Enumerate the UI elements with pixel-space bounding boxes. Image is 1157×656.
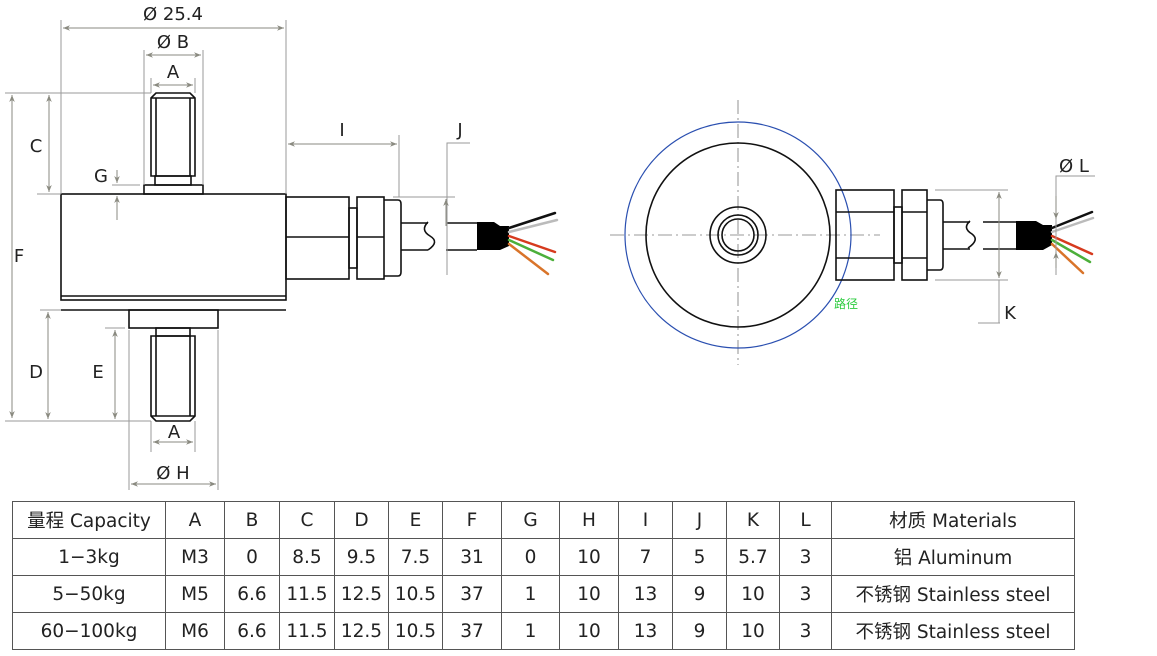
dimension-j-label: J: [456, 120, 462, 141]
table-cell: 7: [618, 538, 673, 576]
column-header: G: [501, 501, 560, 539]
dimension-i-label: I: [339, 120, 344, 141]
table-cell: 10.5: [388, 575, 443, 613]
table-cell: 12.5: [334, 612, 389, 650]
table-cell: 1: [501, 575, 560, 613]
column-header: A: [165, 501, 225, 539]
table-cell: 10: [726, 612, 780, 650]
table-cell: 10: [726, 575, 780, 613]
table-cell: 6.6: [224, 612, 280, 650]
body-diameter-label: Ø 25.4: [143, 4, 203, 25]
column-header: 量程 Capacity: [12, 501, 166, 539]
dimension-e-label: E: [92, 362, 103, 383]
table-cell: 3: [779, 612, 832, 650]
table-cell: M5: [165, 575, 225, 613]
load-cell-body: [60, 193, 287, 301]
table-cell: 0: [501, 538, 560, 576]
bottom-stud: [61, 309, 286, 422]
table-cell: 60−100kg: [12, 612, 166, 650]
top-stud-diameter-label: Ø B: [157, 32, 189, 53]
dimension-f-label: F: [14, 246, 24, 267]
table-cell: 12.5: [334, 575, 389, 613]
table-cell: 13: [618, 575, 673, 613]
table-cell: 31: [442, 538, 502, 576]
table-cell: 5.7: [726, 538, 780, 576]
column-header: E: [388, 501, 443, 539]
column-header: I: [618, 501, 673, 539]
dimension-c-label: C: [30, 136, 43, 157]
table-cell: 9: [672, 575, 727, 613]
bottom-boss-diameter-label: Ø H: [156, 463, 189, 484]
column-header: J: [672, 501, 727, 539]
table-cell: 0: [224, 538, 280, 576]
column-header: F: [442, 501, 502, 539]
bottom-thread-label: A: [168, 422, 181, 443]
table-cell: 10: [559, 538, 619, 576]
table-cell: 不锈钢 Stainless steel: [831, 575, 1075, 613]
column-header: 材质 Materials: [831, 501, 1075, 539]
column-header: L: [779, 501, 832, 539]
column-header: C: [279, 501, 335, 539]
technical-drawing: Ø 25.4 Ø B A C G F D E A Ø H: [5, 4, 1095, 490]
table-cell: 铝 Aluminum: [831, 538, 1075, 576]
cable-gland-top: [835, 189, 1052, 281]
column-header: D: [334, 501, 389, 539]
table-cell: 37: [442, 612, 502, 650]
dimension-d-label: D: [29, 362, 43, 383]
path-annotation: 路径: [834, 296, 858, 311]
table-cell: 11.5: [279, 612, 335, 650]
table-cell: 10.5: [388, 612, 443, 650]
column-header: H: [559, 501, 619, 539]
table-cell: 9.5: [334, 538, 389, 576]
table-cell: 10: [559, 575, 619, 613]
table-cell: 3: [779, 575, 832, 613]
table-cell: 1−3kg: [12, 538, 166, 576]
table-cell: 5−50kg: [12, 575, 166, 613]
dimension-k-label: K: [1004, 303, 1017, 324]
top-view: 路径 K: [610, 100, 1095, 365]
table-cell: 11.5: [279, 575, 335, 613]
top-stud: [143, 92, 204, 195]
table-cell: 5: [672, 538, 727, 576]
table-cell: 13: [618, 612, 673, 650]
column-header: K: [726, 501, 780, 539]
column-header: B: [224, 501, 280, 539]
table-cell: 8.5: [279, 538, 335, 576]
table-cell: 37: [442, 575, 502, 613]
table-cell: 9: [672, 612, 727, 650]
cable-diameter-label: Ø L: [1059, 156, 1089, 177]
outer-outline: [624, 121, 852, 349]
table-cell: 3: [779, 538, 832, 576]
wires-side: [507, 211, 559, 276]
top-thread-label: A: [167, 62, 180, 83]
dimension-g-label: G: [94, 166, 108, 187]
table-cell: 1: [501, 612, 560, 650]
side-view: Ø 25.4 Ø B A C G F D E A Ø H: [5, 4, 559, 490]
table-cell: M3: [165, 538, 225, 576]
wires-top: [1050, 210, 1095, 275]
table-cell: 7.5: [388, 538, 443, 576]
table-cell: M6: [165, 612, 225, 650]
cable-gland-side: [285, 196, 509, 280]
body-circle: [645, 142, 831, 328]
table-cell: 10: [559, 612, 619, 650]
table-cell: 不锈钢 Stainless steel: [831, 612, 1075, 650]
table-cell: 6.6: [224, 575, 280, 613]
